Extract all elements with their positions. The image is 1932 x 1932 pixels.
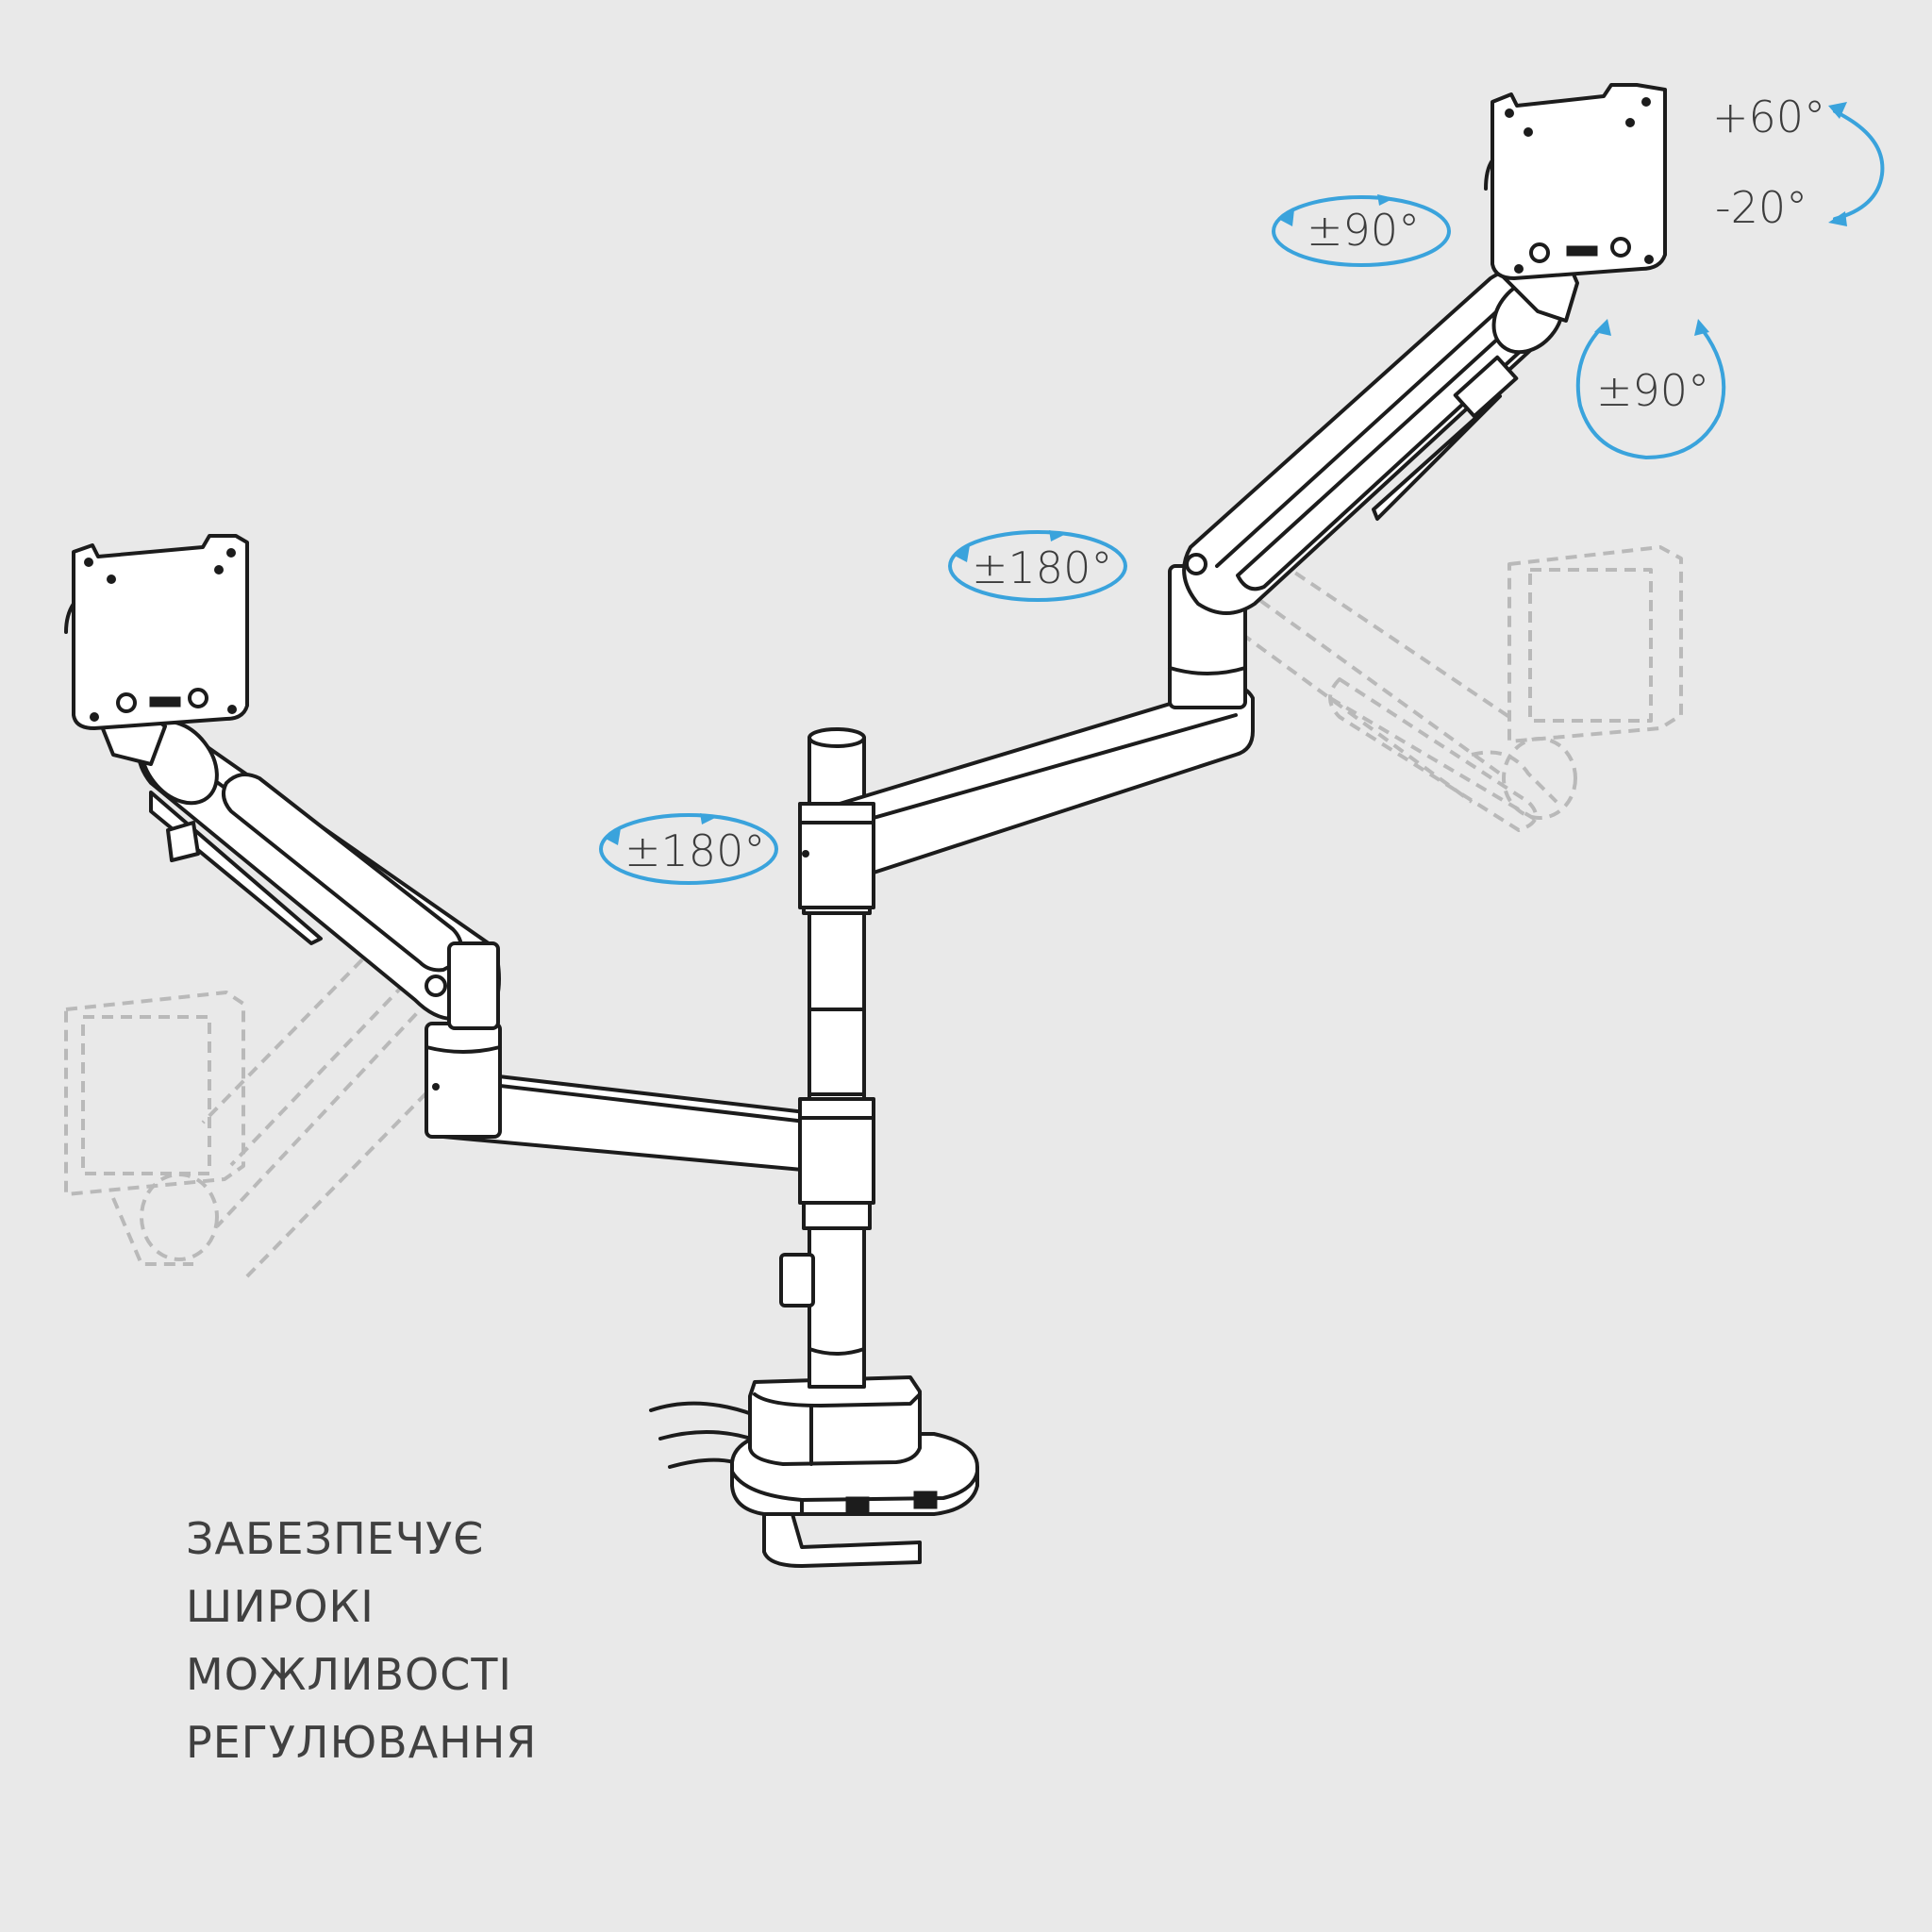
rotate-head-circle-icon: [1575, 324, 1726, 460]
caption-line: ЗАБЕЗПЕЧУЄ: [186, 1513, 485, 1564]
swivel-head-label: ±90°: [1307, 205, 1420, 256]
ghost-right-arm: [1242, 550, 1558, 832]
desk-clamp: [649, 1375, 979, 1568]
pole-cap: [808, 727, 866, 748]
pole-lower: [808, 1215, 866, 1389]
clamp-base-upper: [748, 1375, 922, 1466]
left-vesa-plate: [64, 534, 249, 730]
pole-joint-left: [798, 1097, 875, 1205]
cable-clip: [779, 1253, 815, 1307]
rotation-indicators: +60° -20° ±90° ±90° ±180° ±180°: [599, 92, 1885, 885]
tilt-arc-icon: [1833, 109, 1885, 221]
ghost-left-monitor-plate: [64, 991, 245, 1196]
tilt-down-label: -20°: [1715, 182, 1807, 233]
right-vesa-plate: [1484, 83, 1667, 280]
swivel-left-arm-icon: [599, 813, 778, 885]
clamp-plate: [762, 1512, 922, 1568]
swivel-head-ellipse-icon: [1272, 195, 1451, 267]
tilt-up-label: +60°: [1712, 92, 1825, 142]
swivel-right-arm-icon: [948, 530, 1127, 602]
left-lower-arm: [425, 1022, 875, 1205]
rotate-head-label: ±90°: [1596, 365, 1709, 416]
left-elbow: [425, 1022, 502, 1139]
swivel-right-arm-label: ±180°: [972, 542, 1112, 593]
swivel-left-arm-label: ±180°: [625, 825, 765, 876]
caption-line: ШИРОКІ: [186, 1581, 375, 1632]
caption-line: МОЖЛИВОСТІ: [186, 1649, 512, 1700]
ghost-right-monitor-plate: [1507, 545, 1683, 743]
usb-port-icon: [845, 1496, 870, 1515]
left-upper-arm: [100, 708, 501, 1030]
caption-line: РЕГУЛЮВАННЯ: [186, 1717, 538, 1768]
right-upper-arm: [1182, 255, 1579, 615]
pole-joint-right: [798, 802, 875, 909]
right-lower-arm: [798, 564, 1255, 909]
caption: ЗАБЕЗПЕЧУЄ ШИРОКІ МОЖЛИВОСТІ РЕГУЛЮВАННЯ: [186, 1505, 537, 1776]
ghost-left-arm: [111, 904, 455, 1280]
usb-port-icon: [913, 1491, 938, 1509]
